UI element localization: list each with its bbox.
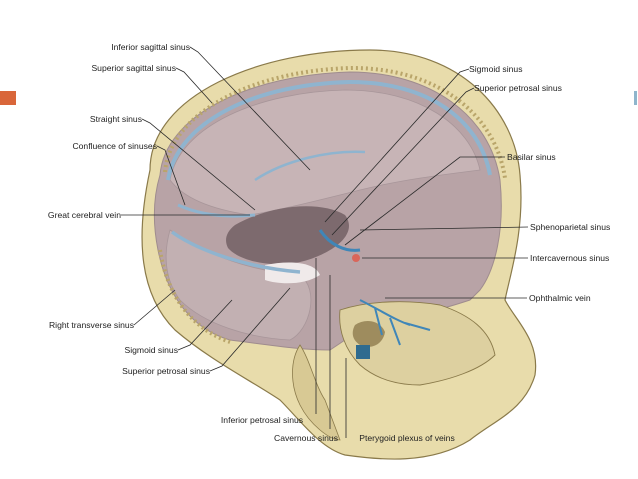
label-sigmoid-sinus-right: Sigmoid sinus [469,64,523,74]
blue-accent-bar [634,91,637,105]
label-superior-petrosal-sinus-left: Superior petrosal sinus [122,366,210,376]
skull [141,49,537,460]
label-basilar-sinus: Basilar sinus [507,152,556,162]
label-cavernous-sinus: Cavernous sinus [274,433,338,443]
ophthalmic-veins [356,299,431,359]
label-intercavernous-sinus: Intercavernous sinus [530,253,609,263]
label-pterygoid-plexus-of-veins: Pterygoid plexus of veins [359,433,455,443]
label-inferior-sagittal-sinus: Inferior sagittal sinus [111,42,190,52]
label-sphenoparietal-sinus: Sphenoparietal sinus [530,222,610,232]
label-superior-sagittal-sinus: Superior sagittal sinus [91,63,176,73]
label-great-cerebral-vein: Great cerebral vein [48,210,121,220]
label-confluence-of-sinuses: Confluence of sinuses [72,141,157,151]
label-right-transverse-sinus: Right transverse sinus [49,320,134,330]
dural-sinuses [166,79,492,274]
leader-lines [121,46,529,438]
labels: Inferior sagittal sinus Superior sagitta… [48,42,610,443]
label-superior-petrosal-sinus-right: Superior petrosal sinus [474,83,562,93]
label-straight-sinus: Straight sinus [90,114,142,124]
label-sigmoid-sinus-left: Sigmoid sinus [125,345,179,355]
label-inferior-petrosal-sinus: Inferior petrosal sinus [221,415,303,425]
orange-accent-square [0,91,16,105]
label-ophthalmic-vein: Ophthalmic vein [529,293,591,303]
